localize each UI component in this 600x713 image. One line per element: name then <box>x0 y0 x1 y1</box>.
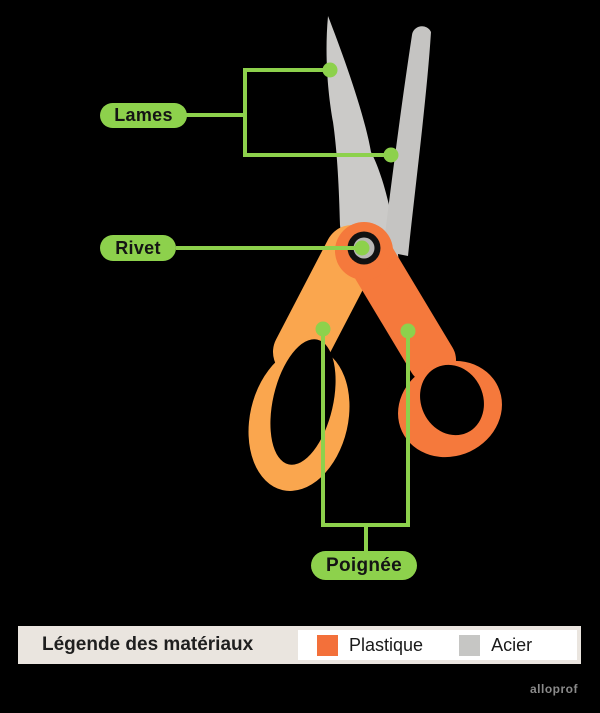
poignee-pointer-dot-right <box>400 323 416 339</box>
materials-legend: Légende des matériaux Plastique Acier <box>18 626 581 664</box>
plastic-label: Plastique <box>349 634 424 655</box>
lames-pointer-dot-top <box>322 62 338 78</box>
poignee-pointer-dot-left <box>315 321 331 337</box>
right-handle-hole <box>420 364 484 436</box>
legend-title: Légende des matériaux <box>42 634 254 655</box>
label-poignee: Poignée <box>311 551 417 580</box>
steel-swatch <box>459 634 481 656</box>
label-lames: Lames <box>100 103 187 128</box>
left-handle-hole <box>270 339 336 465</box>
label-rivet: Rivet <box>100 235 176 261</box>
right-blade <box>383 26 431 256</box>
alloprof-watermark: alloprof <box>530 682 578 696</box>
lames-callout-bracket <box>243 68 391 157</box>
legend-panel: Plastique Acier <box>298 630 577 660</box>
left-blade <box>326 16 399 262</box>
rivet-pointer-dot <box>354 240 370 256</box>
lames-pointer-dot-bottom <box>383 147 399 163</box>
plastic-swatch <box>317 634 338 656</box>
steel-label: Acier <box>491 634 533 655</box>
